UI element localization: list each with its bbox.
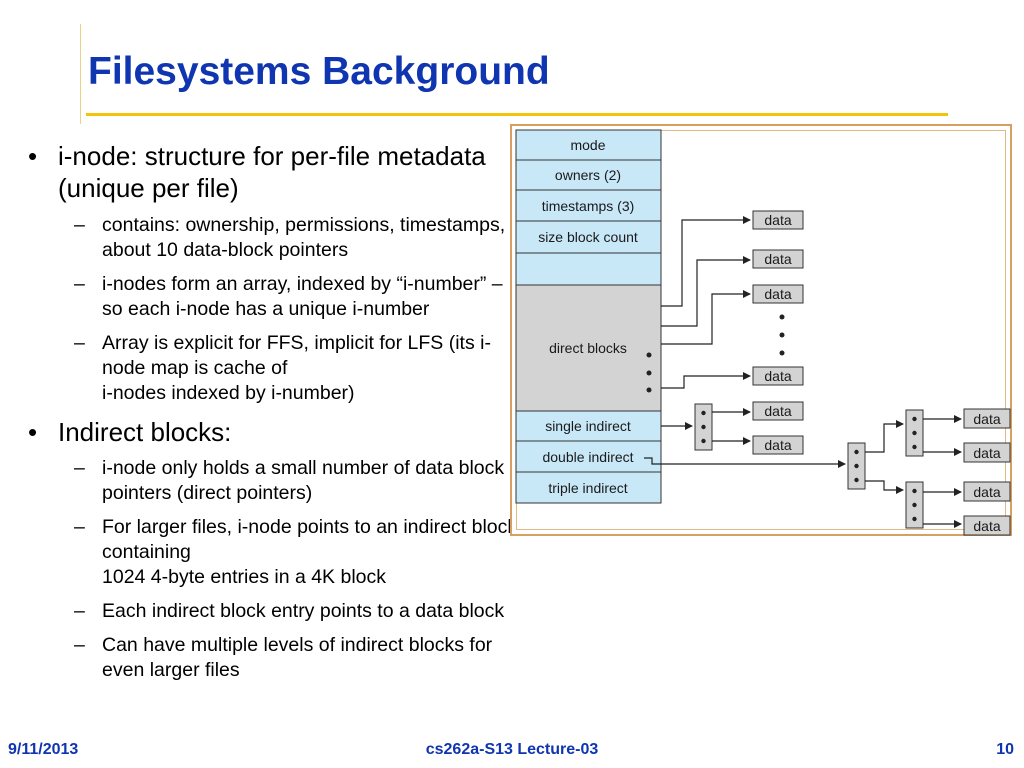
data-block xyxy=(752,366,804,386)
dash-glyph: – xyxy=(74,600,85,622)
sub-bullet: – Each indirect block entry points to a … xyxy=(28,599,518,624)
footer-course: cs262a-S13 Lecture-03 xyxy=(425,741,599,758)
double-indirect-data: data data data data xyxy=(963,408,1011,536)
inode-field-label: owners (2) xyxy=(555,167,621,183)
bullet-text: i-node: structure for per-file metadata … xyxy=(58,141,486,203)
dash-glyph: – xyxy=(74,516,85,538)
data-block xyxy=(963,515,1011,536)
inode-field-label: size block count xyxy=(538,229,638,245)
data-block-label: data xyxy=(764,403,791,419)
data-block xyxy=(752,401,804,421)
data-block xyxy=(752,210,804,230)
single-indirect-pointers xyxy=(712,408,751,445)
double-indirect-block xyxy=(847,442,866,490)
sub-bullet: – For larger files, i-node points to an … xyxy=(28,515,518,590)
inode-field-label: triple indirect xyxy=(548,480,627,496)
sub-bullet: – Array is explicit for FFS, implicit fo… xyxy=(28,331,518,406)
data-block-label: data xyxy=(973,445,1000,461)
sub-bullet: – contains: ownership, permissions, time… xyxy=(28,213,518,263)
dash-glyph: – xyxy=(74,332,85,354)
data-block xyxy=(963,442,1011,463)
sub-bullet-text: i-node only holds a small number of data… xyxy=(102,457,505,504)
inode-field-single-indirect xyxy=(515,410,662,442)
bullet-indirect: • Indirect blocks: xyxy=(28,416,518,448)
sub-bullet: – i-node only holds a small number of da… xyxy=(28,456,518,506)
second-level-indirect-lower xyxy=(905,481,924,529)
data-block-label: data xyxy=(764,286,791,302)
double-indirect-pointers xyxy=(865,420,904,494)
inode-field-label: single indirect xyxy=(545,418,631,434)
dash-glyph: – xyxy=(74,634,85,656)
bullet-inode: • i-node: structure for per-file metadat… xyxy=(28,140,518,204)
inode-diagram-frame: mode owners (2) timestamps (3) size bloc… xyxy=(510,124,1012,536)
inode-field-size-block-count xyxy=(515,220,662,254)
data-block-label: data xyxy=(764,368,791,384)
single-indirect-data: data data xyxy=(752,401,804,455)
direct-pointer-arrows xyxy=(661,216,751,389)
sub-bullet-text: i-nodes form an array, indexed by “i-num… xyxy=(102,273,503,320)
footer-page-number: 10 xyxy=(996,741,1014,758)
inode-field-label: direct blocks xyxy=(549,340,627,356)
inode-field-blank xyxy=(515,252,662,286)
direct-blocks-ellipsis xyxy=(646,352,652,393)
footer-date: 9/11/2013 xyxy=(8,741,79,758)
dash-glyph: – xyxy=(74,273,85,295)
bullet-dot: • xyxy=(28,141,38,171)
data-block xyxy=(752,435,804,455)
inode-table: mode owners (2) timestamps (3) size bloc… xyxy=(515,129,662,504)
second-level-indirect-upper xyxy=(905,409,924,457)
inode-field-label: timestamps (3) xyxy=(542,198,635,214)
data-block xyxy=(752,249,804,269)
bullet-list: • i-node: structure for per-file metadat… xyxy=(28,140,518,683)
data-blocks-ellipsis xyxy=(779,314,785,356)
inode-diagram: mode owners (2) timestamps (3) size bloc… xyxy=(515,129,1011,536)
double-indirect-arrow xyxy=(644,457,846,468)
title-left-rule xyxy=(80,24,81,124)
data-block xyxy=(963,408,1011,429)
data-block-label: data xyxy=(973,484,1000,500)
sub-bullet-text: contains: ownership, permissions, timest… xyxy=(102,214,506,261)
bullet-dot: • xyxy=(28,417,38,447)
data-block xyxy=(752,284,804,304)
bullet-text: Indirect blocks: xyxy=(58,417,232,447)
dash-glyph: – xyxy=(74,457,85,479)
second-level-pointers xyxy=(923,415,962,528)
title-underline xyxy=(86,113,948,116)
inode-field-label: mode xyxy=(570,137,605,153)
data-block-label: data xyxy=(764,251,791,267)
sub-bullet: – Can have multiple levels of indirect b… xyxy=(28,633,518,683)
inode-field-timestamps xyxy=(515,189,662,222)
data-block-label: data xyxy=(973,518,1000,534)
inode-field-label: double indirect xyxy=(542,449,633,465)
sub-bullet-text: For larger files, i-node points to an in… xyxy=(102,516,518,588)
data-block-label: data xyxy=(764,437,791,453)
single-indirect-block xyxy=(694,403,713,451)
direct-data-blocks: data data data data xyxy=(752,210,804,386)
sub-bullet-text: Each indirect block entry points to a da… xyxy=(102,600,505,622)
inode-field-double-indirect xyxy=(515,440,662,473)
sub-bullet: – i-nodes form an array, indexed by “i-n… xyxy=(28,272,518,322)
inode-field-owners xyxy=(515,159,662,191)
data-block-label: data xyxy=(764,212,791,228)
data-block-label: data xyxy=(973,411,1000,427)
slide-title: Filesystems Background xyxy=(88,50,550,93)
sub-bullet-text: Can have multiple levels of indirect blo… xyxy=(102,634,493,681)
dash-glyph: – xyxy=(74,214,85,236)
sub-bullet-text: Array is explicit for FFS, implicit for … xyxy=(102,332,491,404)
inode-field-triple-indirect xyxy=(515,471,662,504)
data-block xyxy=(963,481,1011,502)
